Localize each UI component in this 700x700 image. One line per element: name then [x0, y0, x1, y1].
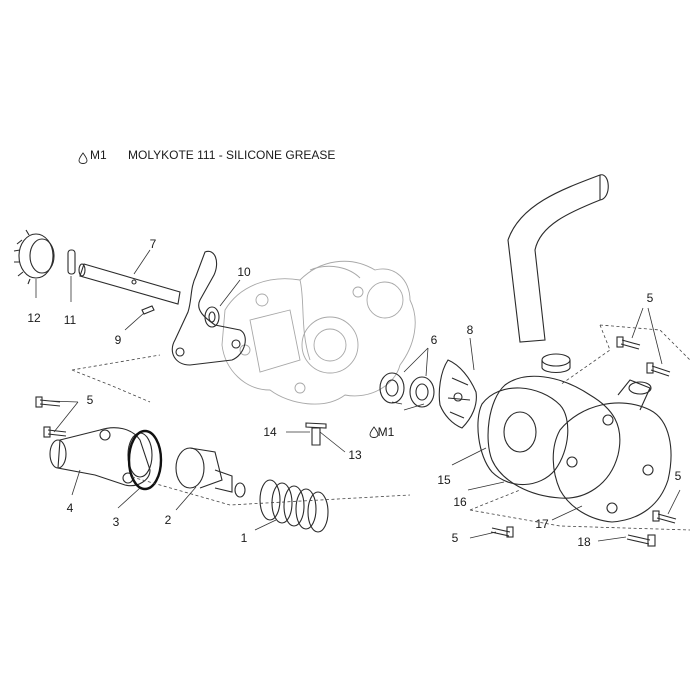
callout-5-top: 5 — [646, 291, 654, 305]
spring-part-1 — [259, 479, 329, 533]
gasket-part-16 — [487, 375, 621, 499]
washer-part-10 — [204, 306, 220, 328]
legend-code: M1 — [90, 148, 107, 162]
callout-7: 7 — [149, 237, 157, 251]
callout-3: 3 — [112, 515, 120, 529]
callout-15: 15 — [437, 473, 451, 487]
leader-lines — [35, 249, 681, 542]
callout-5-right: 5 — [674, 469, 682, 483]
callout-5-bottom: 5 — [451, 531, 459, 545]
callout-8: 8 — [466, 323, 474, 337]
bolts-part-5 — [35, 336, 677, 538]
callout-17: 17 — [535, 517, 549, 531]
pin-part-9 — [141, 305, 155, 315]
thermostat-part-2 — [175, 447, 246, 498]
callout-13: 13 — [348, 448, 362, 462]
lubricant-legend: M1 MOLYKOTE 111 - SILICONE GREASE — [78, 148, 335, 162]
gear-part-12 — [13, 229, 55, 285]
hose-clamp — [541, 353, 571, 374]
legend-text: MOLYKOTE 111 - SILICONE GREASE — [128, 148, 336, 162]
impeller-part-8 — [438, 359, 477, 429]
drop-icon — [78, 152, 88, 164]
callout-5-left: 5 — [86, 393, 94, 407]
callout-12: 12 — [27, 311, 41, 325]
gasket-plate — [171, 250, 246, 366]
seal-part-6 — [379, 372, 435, 408]
cover-part-15 — [477, 387, 569, 486]
assembly-lines — [71, 324, 691, 531]
callout-1: 1 — [240, 531, 248, 545]
callout-2: 2 — [164, 513, 172, 527]
o-ring-part-3 — [127, 429, 163, 491]
callout-14: 14 — [263, 425, 277, 439]
callout-16: 16 — [453, 495, 467, 509]
callout-m1: M1 — [377, 425, 395, 439]
pin-part-11 — [67, 249, 76, 275]
housing-part-17 — [552, 379, 672, 523]
coolant-hose — [507, 174, 609, 343]
callout-18: 18 — [577, 535, 591, 549]
engine-case-outline — [221, 260, 416, 405]
drop-icon-m1 — [369, 426, 379, 438]
callout-9: 9 — [114, 333, 122, 347]
callout-6: 6 — [430, 333, 438, 347]
callout-11: 11 — [63, 313, 77, 327]
callout-4: 4 — [66, 501, 74, 515]
callout-10: 10 — [237, 265, 251, 279]
bolt-part-18 — [626, 534, 656, 547]
screw-part-13 — [305, 422, 327, 446]
shaft-part-7 — [78, 263, 181, 305]
